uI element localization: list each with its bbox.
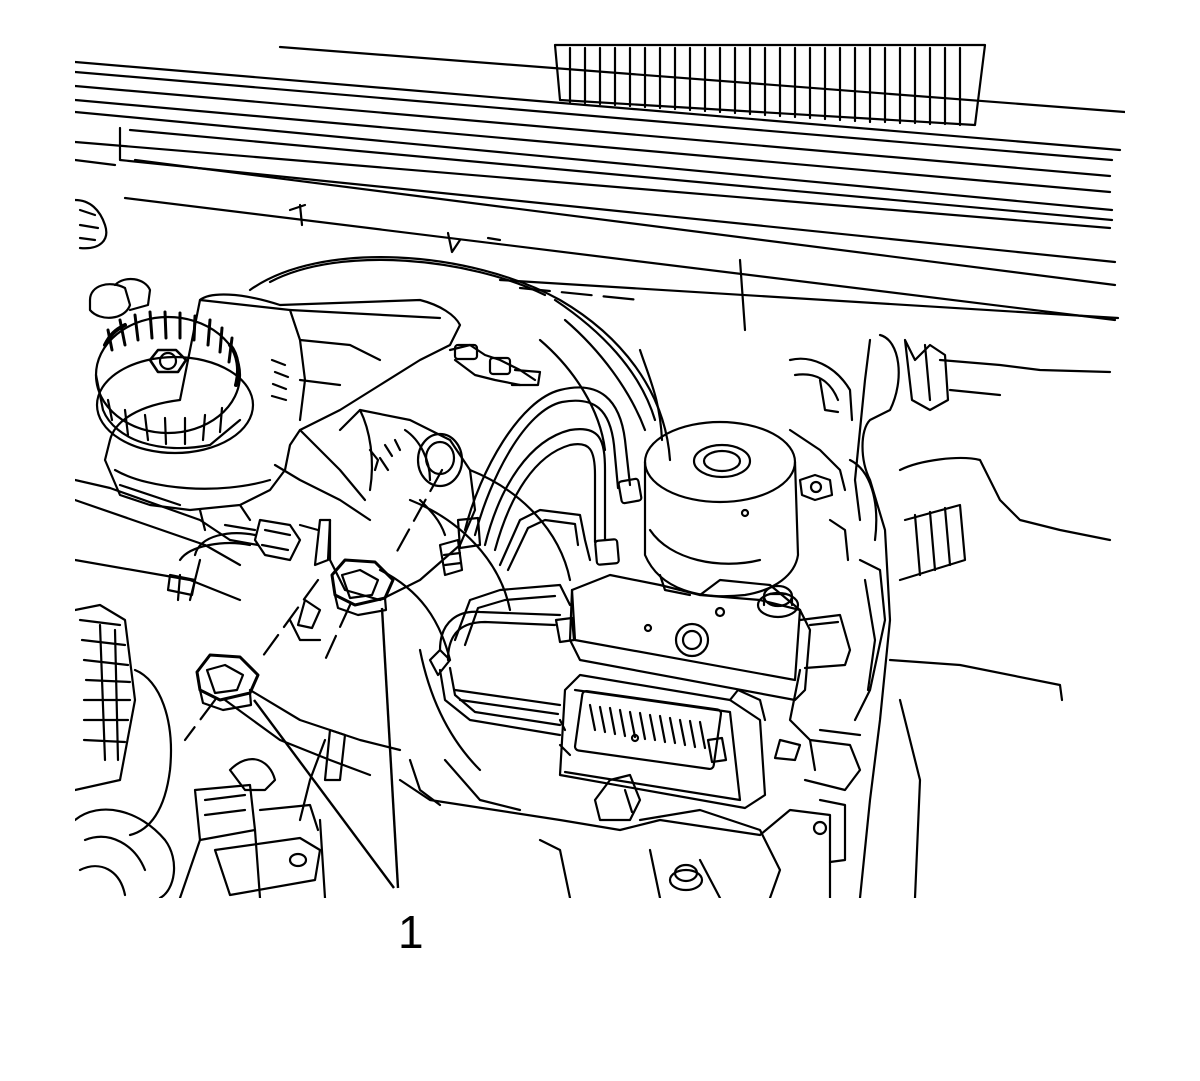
master-cylinder: [328, 343, 542, 602]
fitting-nut-lower: [195, 653, 260, 712]
leader-line-lower: [253, 699, 395, 889]
strut-tower: [788, 333, 1112, 898]
engine-bay-left: [75, 198, 327, 898]
brake-fluid-reservoir: [103, 293, 462, 532]
cowl-panel: [75, 45, 1125, 332]
brake-pipe-fittings: [183, 468, 444, 742]
leader-line-upper: [380, 607, 400, 889]
brake-pipes: [428, 386, 643, 737]
reservoir-cap: [94, 310, 255, 455]
callout-leaders: [253, 607, 400, 889]
fitting-nut-upper: [330, 558, 395, 617]
abs-pump-motor: [643, 420, 800, 598]
lower-tray: [223, 688, 847, 898]
brake-pipes-left: [166, 518, 332, 602]
callout-label-1: 1: [398, 906, 424, 958]
air-intake-grille: [553, 43, 987, 127]
bolt-tray: [668, 863, 704, 892]
bolt-modulator: [756, 584, 800, 619]
electrical-connector: [558, 673, 767, 810]
abs-modulator: [554, 573, 862, 792]
